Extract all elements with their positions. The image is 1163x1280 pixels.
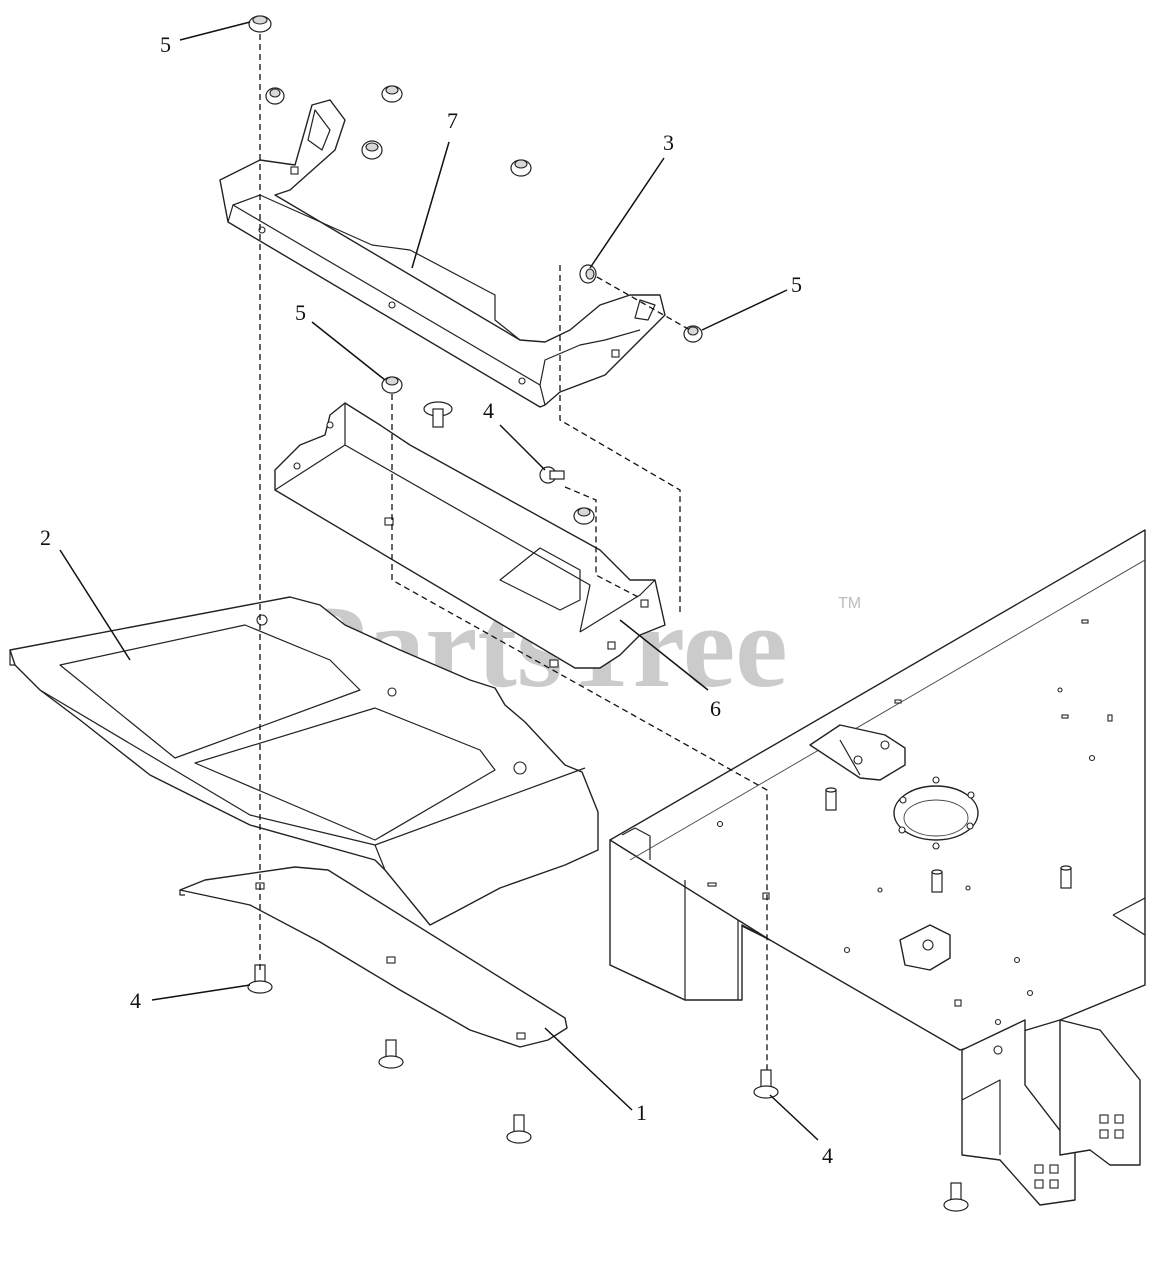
flange-nut <box>573 507 595 525</box>
callout-4: 4 <box>130 988 141 1013</box>
callout-1: 1 <box>636 1100 647 1125</box>
bolt <box>943 1182 969 1212</box>
bolt-part-4 <box>539 466 565 484</box>
deck-frame <box>609 529 1146 1206</box>
washer-part-3 <box>579 264 597 284</box>
callout-7: 7 <box>447 108 458 133</box>
bolt <box>506 1114 532 1144</box>
leader-lines <box>59 21 819 1141</box>
flange-nut <box>381 85 403 103</box>
callout-labels: 5 7 3 5 5 4 2 6 4 1 4 <box>40 32 833 1168</box>
flange-nut-top <box>248 15 272 33</box>
callout-5: 5 <box>791 272 802 297</box>
alignment-lines <box>259 34 768 1070</box>
bolt-part-4 <box>753 1069 779 1099</box>
callout-5: 5 <box>160 32 171 57</box>
flange-nut <box>361 140 383 160</box>
callout-4: 4 <box>822 1143 833 1168</box>
callout-2: 2 <box>40 525 51 550</box>
callout-3: 3 <box>663 130 674 155</box>
callout-6: 6 <box>710 696 721 721</box>
upper-bracket-part-7 <box>219 99 666 408</box>
carriage-bolt <box>423 401 453 428</box>
flange-nut <box>265 87 285 105</box>
flange-nut <box>510 159 532 177</box>
flange-nut <box>683 325 703 343</box>
lower-channel-part-6 <box>274 402 666 669</box>
flange-nut <box>381 376 403 394</box>
cover-part-2 <box>9 596 599 926</box>
watermark-trademark: TM <box>838 595 861 612</box>
hardware <box>247 15 969 1212</box>
bolt <box>378 1039 404 1069</box>
callout-4: 4 <box>483 398 494 423</box>
callout-5: 5 <box>295 300 306 325</box>
skirt-part-1 <box>179 866 568 1048</box>
